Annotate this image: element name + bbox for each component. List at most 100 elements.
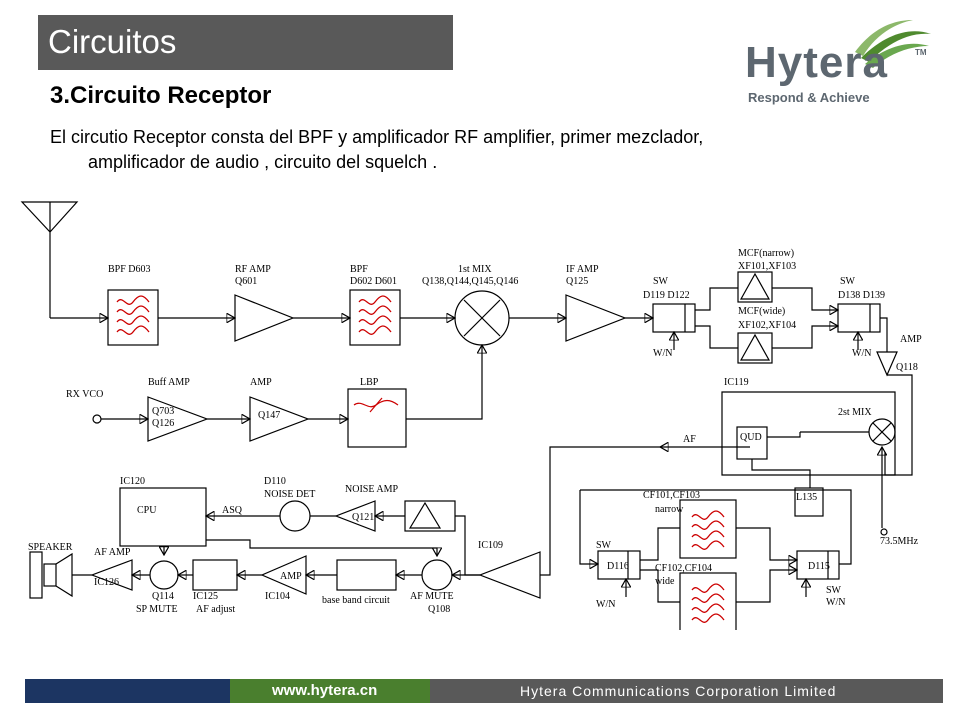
label-q114: Q114 xyxy=(152,591,174,602)
label-speaker: SPEAKER xyxy=(28,542,73,553)
antenna-icon xyxy=(20,201,79,318)
label-bpf2-d: D602 D601 xyxy=(350,276,397,287)
label-ifamp: IF AMP xyxy=(566,264,599,275)
section-heading: 3.Circuito Receptor xyxy=(50,82,272,109)
label-d115: D115 xyxy=(808,561,830,572)
label-spmute: SP MUTE xyxy=(136,604,178,615)
amp-ic104-block xyxy=(260,555,307,595)
mcf-narrow-block xyxy=(737,271,773,303)
bpf-d602-block xyxy=(349,289,401,346)
label-q121: Q121 xyxy=(352,512,374,523)
label-mix1-q: Q138,Q144,Q145,Q146 xyxy=(422,276,518,287)
wings-icon xyxy=(855,20,931,68)
footer-website[interactable]: www.hytera.cn xyxy=(272,682,378,699)
label-wn4: W/N xyxy=(826,597,845,608)
rf-amp-block xyxy=(234,294,295,342)
label-cf-narrow-l: narrow xyxy=(655,504,684,515)
af-mute-block xyxy=(421,559,453,591)
diagram-labels: BPF D603 RF AMP Q601 BPF D602 D601 1st M… xyxy=(28,248,922,615)
label-wn3: W/N xyxy=(596,599,615,610)
label-mcf-wide-xf: XF102,XF104 xyxy=(738,320,796,331)
amp-q118-block xyxy=(876,351,898,377)
label-mix2: 2st MIX xyxy=(838,407,872,418)
label-buffamp: Buff AMP xyxy=(148,377,190,388)
label-sw2-d: D138 D139 xyxy=(838,290,885,301)
label-mix1: 1st MIX xyxy=(458,264,492,275)
footer-company: Hytera Communications Corporation Limite… xyxy=(520,683,837,699)
hytera-logo: Hytera TM Respond & Achieve xyxy=(745,18,935,113)
label-noisedet: NOISE DET xyxy=(264,489,315,500)
label-d116: D116 xyxy=(607,561,629,572)
label-ic126: IC126 xyxy=(94,577,119,588)
rx-vco-terminal xyxy=(92,414,102,424)
label-bpf1: BPF D603 xyxy=(108,264,151,275)
noise-det-block xyxy=(279,500,311,532)
label-sw3: SW xyxy=(596,540,612,551)
footer-website-block: www.hytera.cn xyxy=(230,679,430,703)
amp-q147-block xyxy=(249,396,310,442)
label-cf-narrow: CF101,CF103 xyxy=(643,490,700,501)
label-afamp: AF AMP xyxy=(94,547,131,558)
label-cf-wide-l: wide xyxy=(655,576,675,587)
cf-narrow-block xyxy=(679,499,737,559)
slide-title: Circuitos xyxy=(48,23,177,60)
label-cf-wide: CF102,CF104 xyxy=(655,563,712,574)
label-amp118-q: Q118 xyxy=(896,362,918,373)
label-mhz: 73.5MHz xyxy=(880,536,919,547)
ic109-amp-block xyxy=(478,551,541,599)
sp-mute-block xyxy=(149,560,179,590)
mcf-wide-block xyxy=(737,332,773,364)
sw-d116-block xyxy=(597,550,641,580)
label-bpf2: BPF xyxy=(350,264,368,275)
label-l135: L135 xyxy=(796,492,817,503)
af-amp-block xyxy=(90,559,133,591)
label-ic109: IC109 xyxy=(478,540,503,551)
label-ic120: IC120 xyxy=(120,476,145,487)
label-q108: Q108 xyxy=(428,604,450,615)
label-noiseamp: NOISE AMP xyxy=(345,484,399,495)
sw-d138-block xyxy=(837,303,881,333)
logo-tm: TM xyxy=(915,48,927,57)
label-sw1-d: D119 D122 xyxy=(643,290,690,301)
label-ic119: IC119 xyxy=(724,377,749,388)
logo-tagline: Respond & Achieve xyxy=(748,90,870,105)
label-amp147-q: Q147 xyxy=(258,410,280,421)
intro-text: El circutio Receptor consta del BPF y am… xyxy=(50,125,850,175)
label-d110: D110 xyxy=(264,476,286,487)
logo-brand: Hytera xyxy=(745,38,888,87)
label-lbp: LBP xyxy=(360,377,379,388)
label-rxvco: RX VCO xyxy=(66,389,103,400)
label-wn2: W/N xyxy=(852,348,871,359)
cf-wide-block xyxy=(679,572,737,630)
footer-company-block: Hytera Communications Corporation Limite… xyxy=(430,679,943,703)
intro-line-1: El circutio Receptor consta del BPF y am… xyxy=(50,127,704,147)
label-amp147: AMP xyxy=(250,377,272,388)
label-wn1: W/N xyxy=(653,348,672,359)
label-rfamp-q: Q601 xyxy=(235,276,257,287)
label-afadjust: AF adjust xyxy=(196,604,235,615)
ic125-block xyxy=(192,559,238,591)
intro-line-2: amplificador de audio , circuito del squ… xyxy=(88,152,438,172)
label-cpu: CPU xyxy=(137,505,157,516)
label-buff-q1: Q703 xyxy=(152,406,174,417)
label-mcf-narrow: MCF(narrow) xyxy=(738,248,794,259)
if-amp-block xyxy=(565,294,627,342)
label-sw1: SW xyxy=(653,276,669,287)
label-rfamp: RF AMP xyxy=(235,264,271,275)
l135-block xyxy=(794,487,824,517)
buff-amp-block xyxy=(147,396,209,442)
label-ic125: IC125 xyxy=(193,591,218,602)
lbp-block xyxy=(347,388,407,448)
label-asq: ASQ xyxy=(222,505,243,516)
label-qud: QUD xyxy=(740,432,762,443)
bpf-d603-block xyxy=(107,289,159,346)
label-amp118: AMP xyxy=(900,334,922,345)
label-sw2: SW xyxy=(840,276,856,287)
label-ic104: IC104 xyxy=(265,591,290,602)
label-mcf-narrow-xf: XF101,XF103 xyxy=(738,261,796,272)
noise-filter-block xyxy=(404,500,456,532)
label-sw4: SW xyxy=(826,585,842,596)
footer-left xyxy=(25,679,230,703)
receiver-block-diagram: BPF D603 RF AMP Q601 BPF D602 D601 1st M… xyxy=(20,201,922,630)
label-baseband: base band circuit xyxy=(322,595,390,606)
